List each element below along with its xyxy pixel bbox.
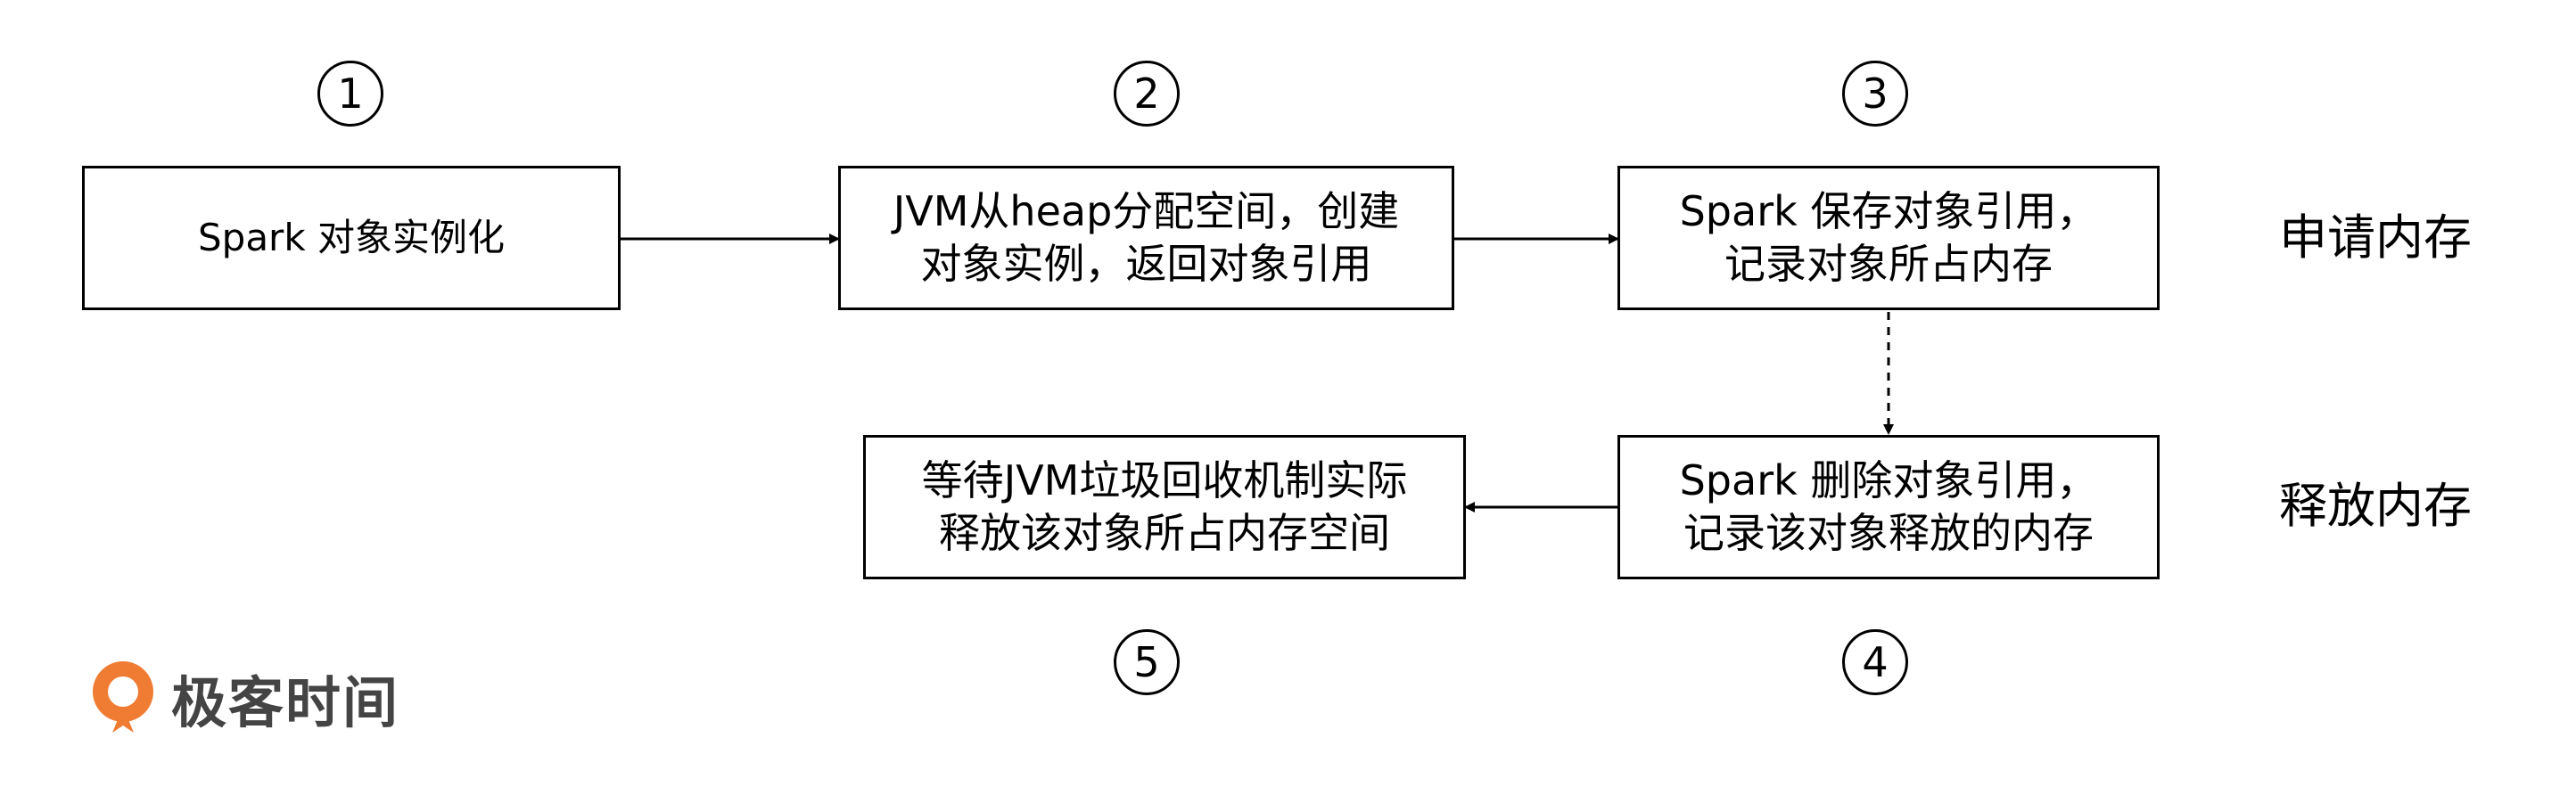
- box-record-save: Spark 保存对象引用， 记录对象所占内存: [1617, 166, 2160, 310]
- box-gc-release-line-1: 等待JVM垃圾回收机制实际: [921, 456, 1408, 505]
- box-gc-release: 等待JVM垃圾回收机制实际 释放该对象所占内存空间: [863, 435, 1466, 579]
- step-number-2: 2: [1133, 70, 1160, 118]
- step-marker-3: 3: [1842, 61, 1908, 127]
- box-record-save-line-2: 记录对象所占内存: [1724, 240, 2053, 288]
- box-allocate: JVM从heap分配空间，创建 对象实例，返回对象引用: [838, 166, 1454, 310]
- box-gc-release-line-2: 释放该对象所占内存空间: [939, 509, 1390, 557]
- logo-mark-icon: [93, 661, 153, 733]
- box-record-delete-line-2: 记录该对象释放的内存: [1683, 509, 2094, 557]
- box-record-delete-line-1: Spark 删除对象引用，: [1679, 456, 2098, 505]
- box-record-save-line-1: Spark 保存对象引用，: [1679, 187, 2098, 236]
- box-allocate-line-1: JVM从heap分配空间，创建: [893, 187, 1400, 236]
- step-number-4: 4: [1862, 638, 1889, 686]
- step-marker-2: 2: [1114, 61, 1180, 127]
- box-record-delete: Spark 删除对象引用， 记录该对象释放的内存: [1617, 435, 2160, 579]
- step-marker-5: 5: [1114, 629, 1180, 695]
- brand-logo: 极客时间: [87, 658, 399, 738]
- step-number-5: 5: [1133, 638, 1160, 686]
- step-marker-4: 4: [1842, 629, 1908, 695]
- box-instantiate-text: Spark 对象实例化: [198, 216, 505, 260]
- box-instantiate: Spark 对象实例化: [82, 166, 621, 310]
- logo-text: 极客时间: [171, 670, 400, 735]
- step-marker-1: 1: [317, 61, 383, 127]
- box-allocate-line-2: 对象实例，返回对象引用: [920, 240, 1372, 288]
- phase-label-request: 申请内存: [2279, 209, 2472, 266]
- step-number-1: 1: [337, 70, 364, 118]
- phase-label-release: 释放内存: [2279, 478, 2472, 534]
- step-number-3: 3: [1862, 70, 1889, 118]
